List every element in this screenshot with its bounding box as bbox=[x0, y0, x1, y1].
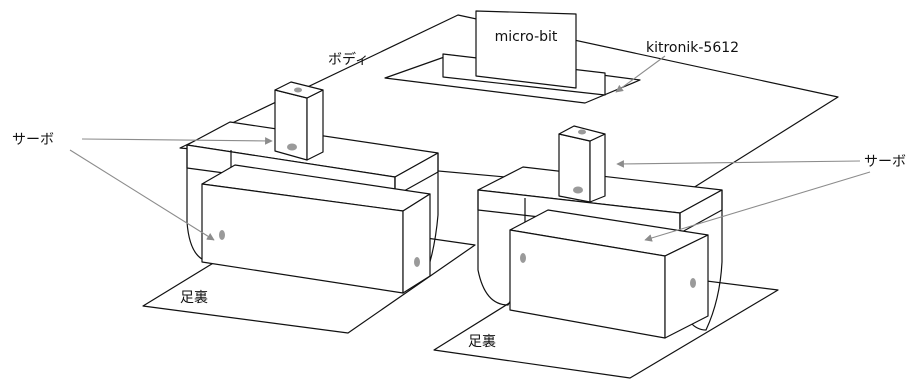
arrow-servo-left-horn bbox=[81, 137, 273, 145]
arrow-servo-right-horn bbox=[616, 160, 861, 168]
label-servo-left: サーボ bbox=[12, 132, 54, 148]
horn-screw-right-top bbox=[578, 129, 586, 135]
arrow-kitronik bbox=[615, 55, 666, 93]
label-microbit: micro-bit bbox=[495, 29, 558, 45]
label-sole-left: 足裏 bbox=[180, 289, 208, 306]
horn-screw-right-front bbox=[573, 186, 583, 194]
leg-block-left-side bbox=[402, 193, 431, 294]
pivot-dot-right-a bbox=[520, 253, 526, 263]
leg-block-right-side bbox=[664, 234, 709, 339]
label-servo-right: サーボ bbox=[864, 154, 906, 170]
horn-screw-left-top bbox=[294, 87, 302, 93]
servo-horn-left-side bbox=[306, 89, 324, 161]
pivot-dot-left-a bbox=[219, 230, 225, 240]
label-body: ボディ bbox=[328, 51, 369, 68]
label-sole-right: 足裏 bbox=[468, 333, 496, 350]
microbit-board bbox=[475, 10, 577, 89]
horn-screw-left-front bbox=[287, 143, 297, 151]
servo-horn-right-side bbox=[589, 133, 606, 203]
arrow-servo-right-block bbox=[644, 171, 871, 242]
pivot-dot-left-b bbox=[414, 257, 420, 267]
pivot-dot-right-b bbox=[690, 278, 696, 288]
arrow-servo-left-pivot bbox=[69, 149, 215, 241]
label-kitronik: kitronik-5612 bbox=[646, 40, 739, 56]
